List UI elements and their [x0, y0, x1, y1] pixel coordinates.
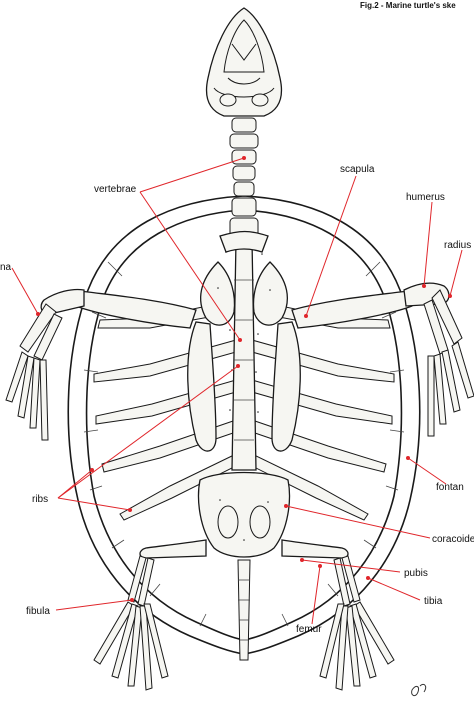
labels: vertebrae scapula humerus radius na ribs… [0, 164, 474, 635]
label-fibula: fibula [26, 606, 50, 617]
label-ribs: ribs [32, 494, 48, 505]
left-front-flipper [5, 288, 197, 441]
figure-caption: Fig.2 - Marine turtle's ske [360, 1, 456, 10]
skull [205, 7, 283, 117]
label-radius: radius [444, 240, 471, 251]
leader-endpoints [36, 156, 452, 602]
artist-signature [411, 683, 427, 697]
pelvis [197, 471, 291, 558]
label-pubis: pubis [404, 568, 428, 579]
label-tibia: tibia [424, 596, 443, 607]
stipple-texture [217, 251, 271, 541]
label-scapula: scapula [340, 164, 375, 175]
label-vertebrae: vertebrae [94, 184, 137, 195]
leader-lines [11, 157, 463, 625]
label-coracoid: coracoide [432, 534, 474, 545]
left-hind-flipper [93, 539, 207, 691]
shoulder-girdle [187, 230, 301, 452]
right-front-flipper [291, 282, 474, 437]
vertebral-column [229, 117, 259, 661]
right-hind-flipper [281, 539, 395, 691]
label-humerus: humerus [406, 192, 445, 203]
label-fontanel: fontan [436, 482, 464, 493]
label-ulna: na [0, 262, 12, 273]
label-femur: femur [296, 624, 322, 635]
